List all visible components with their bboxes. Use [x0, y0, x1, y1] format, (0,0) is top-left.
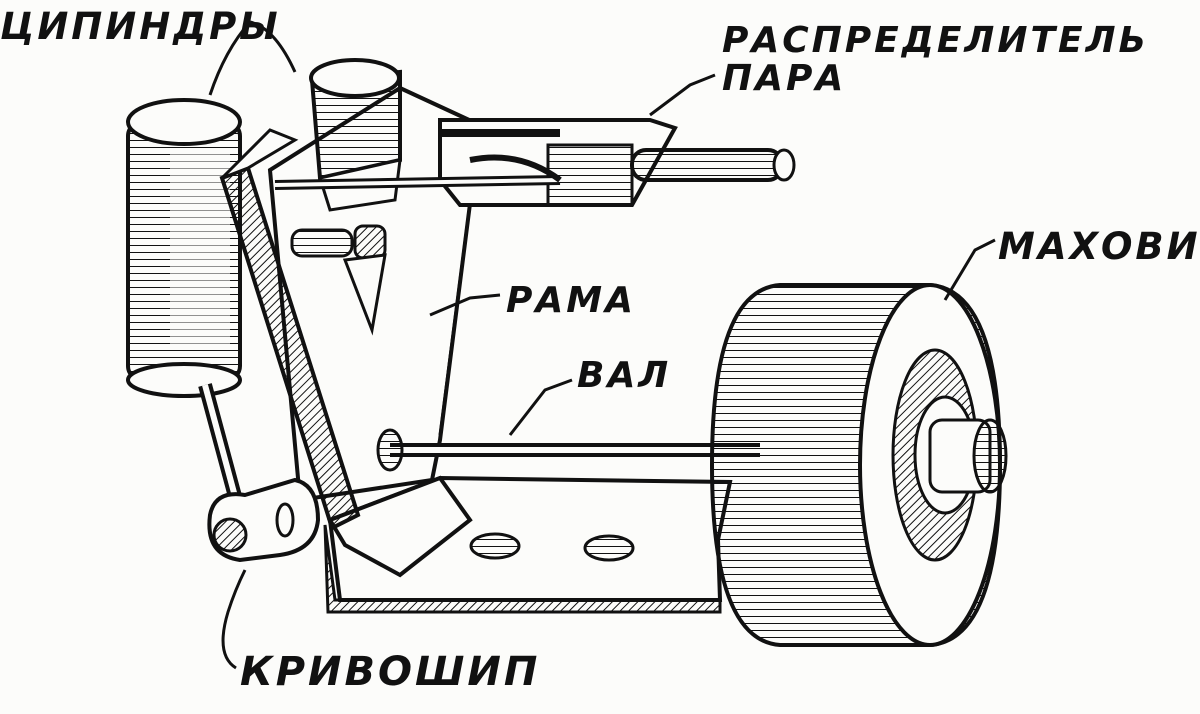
label-steam-distributor-line1: РАСПРЕДЕЛИТЕЛЬ — [722, 20, 1149, 61]
label-frame: РАМА — [506, 280, 636, 321]
shaft-rod — [376, 428, 760, 472]
label-shaft: ВАЛ — [577, 355, 672, 396]
label-crank: КРИВОШИП — [240, 649, 541, 695]
front-cylinder — [126, 98, 242, 398]
label-flywheel: МАХОВИК — [998, 225, 1200, 268]
flywheel-disc — [709, 283, 1008, 647]
label-steam-distributor-line2: ПАРА — [722, 57, 847, 99]
base-hole-2 — [583, 534, 635, 562]
connecting-rod — [219, 128, 361, 531]
label-cylinders: ЦИПИНДРЫ — [0, 5, 281, 48]
leader-lines — [208, 20, 996, 670]
base-hole-1 — [469, 532, 521, 560]
label-steam-distributor: РАСПРЕДЕЛИТЕЛЬ ПАРА — [722, 22, 1149, 98]
frame-bolts — [290, 224, 387, 336]
steam-distributor — [274, 118, 796, 207]
base-plate — [323, 475, 733, 614]
crank-arm — [207, 477, 321, 563]
